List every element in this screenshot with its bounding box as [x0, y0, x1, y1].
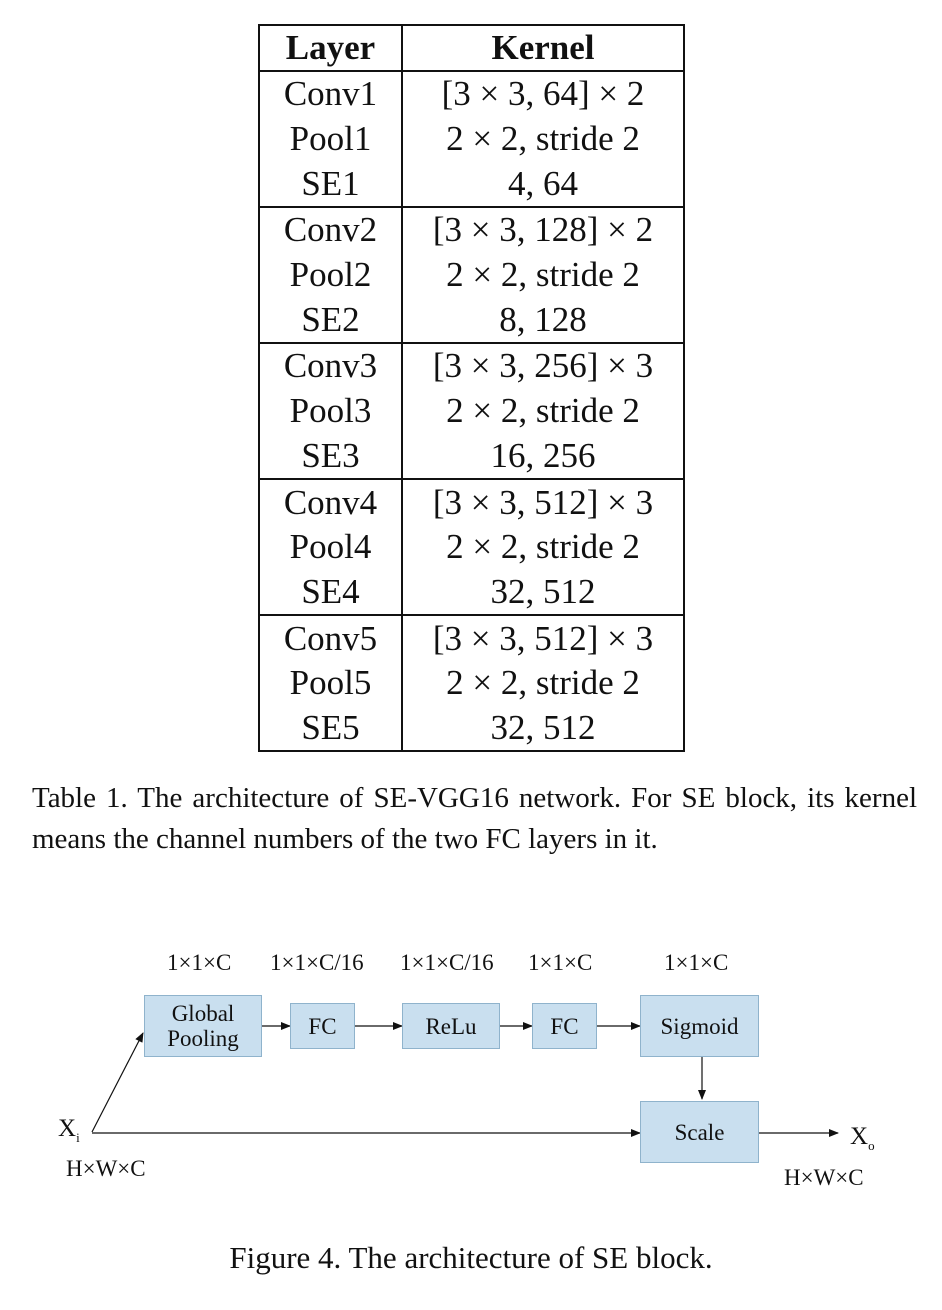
- dim-sigmoid: 1×1×C: [664, 950, 729, 975]
- layer-cell: SE3: [259, 433, 403, 481]
- output-variable: Xo: [850, 1123, 875, 1154]
- table-row: Conv3 [3 × 3, 256] × 3: [259, 343, 684, 389]
- layer-cell: Pool3: [259, 388, 403, 434]
- kernel-cell: 8, 128: [402, 297, 684, 345]
- se-block-diagram: 1×1×C 1×1×C/16 1×1×C/16 1×1×C 1×1×C Glob…: [0, 940, 942, 1220]
- kernel-cell: [3 × 3, 128] × 2: [432, 210, 654, 250]
- kernel-cell: [3 × 3, 64] × 2: [441, 74, 645, 114]
- layer-cell: Pool1: [259, 116, 403, 162]
- kernel-cell: 2 × 2, stride 2: [446, 255, 640, 295]
- dim-global-pooling: 1×1×C: [167, 950, 232, 975]
- scale-label: Scale: [674, 1119, 725, 1145]
- diagram-arrows: [91, 1022, 839, 1137]
- fc2-box: FC: [532, 1003, 597, 1049]
- layer-cell: Pool4: [259, 524, 403, 570]
- fc1-label: FC: [308, 1013, 337, 1039]
- layer-cell: SE1: [259, 161, 403, 209]
- kernel-cell: [3 × 3, 512] × 3: [432, 482, 654, 522]
- table-row: Conv2 [3 × 3, 128] × 2: [259, 207, 684, 253]
- dim-fc1: 1×1×C/16: [270, 950, 364, 975]
- fc1-box: FC: [290, 1003, 355, 1049]
- global-pooling-box: Global Pooling: [144, 995, 262, 1057]
- kernel-cell: [3 × 3, 512] × 3: [432, 618, 654, 658]
- table-row: Pool2 2 × 2, stride 2: [259, 252, 684, 298]
- layer-cell: Conv2: [259, 207, 403, 253]
- kernel-cell: 32, 512: [402, 569, 684, 617]
- figure-caption: Figure 4. The architecture of SE block.: [229, 1240, 713, 1275]
- table-caption: Table 1. The architecture of SE-VGG16 ne…: [32, 782, 917, 855]
- layer-cell: Pool2: [259, 252, 403, 298]
- architecture-table: Layer Kernel Conv1 [3 × 3, 64] × 2 Pool1 2…: [258, 24, 685, 753]
- layer-cell: Pool5: [259, 660, 403, 706]
- kernel-cell: 4, 64: [402, 161, 684, 209]
- dim-fc2: 1×1×C: [528, 950, 593, 975]
- layer-cell: Conv4: [259, 479, 403, 525]
- table-row: Conv1 [3 × 3, 64] × 2: [259, 71, 684, 117]
- table-row: Pool4 2 × 2, stride 2: [259, 524, 684, 570]
- kernel-cell: 16, 256: [402, 433, 684, 481]
- kernel-cell: 2 × 2, stride 2: [446, 391, 640, 431]
- input-var-symbol: X: [58, 1115, 77, 1142]
- global-pooling-label-line1: Global: [171, 1001, 235, 1026]
- dim-relu: 1×1×C/16: [400, 950, 494, 975]
- relu-box: ReLu: [402, 1003, 500, 1049]
- header-layer: Layer: [259, 25, 403, 72]
- kernel-cell: 2 × 2, stride 2: [446, 527, 640, 567]
- relu-label: ReLu: [425, 1013, 477, 1039]
- table-row: Conv4 [3 × 3, 512] × 3: [259, 479, 684, 525]
- table-row: Pool1 2 × 2, stride 2: [259, 116, 684, 162]
- output-var-subscript: o: [868, 1138, 875, 1153]
- global-pooling-label-line2: Pooling: [167, 1026, 239, 1051]
- header-kernel: Kernel: [402, 25, 684, 72]
- layer-cell: Conv1: [259, 71, 403, 117]
- layer-cell: SE4: [259, 569, 403, 617]
- table-row: SE5 32, 512: [259, 705, 684, 752]
- sigmoid-label: Sigmoid: [660, 1013, 739, 1039]
- layer-cell: Conv3: [259, 343, 403, 389]
- sigmoid-box: Sigmoid: [640, 995, 759, 1057]
- input-var-subscript: i: [76, 1130, 80, 1145]
- input-variable: Xi: [58, 1115, 80, 1146]
- layer-cell: SE5: [259, 705, 403, 752]
- scale-box: Scale: [640, 1101, 759, 1163]
- table-row: Pool3 2 × 2, stride 2: [259, 388, 684, 434]
- table-row: Conv5 [3 × 3, 512] × 3: [259, 615, 684, 661]
- kernel-cell: 2 × 2, stride 2: [446, 119, 640, 159]
- layer-cell: Conv5: [259, 615, 403, 661]
- table-row: Pool5 2 × 2, stride 2: [259, 660, 684, 706]
- kernel-cell: 2 × 2, stride 2: [446, 663, 640, 703]
- output-var-symbol: X: [850, 1123, 869, 1150]
- dim-output: H×W×C: [784, 1165, 864, 1190]
- kernel-cell: [3 × 3, 256] × 3: [432, 346, 654, 386]
- dim-input: H×W×C: [66, 1156, 146, 1181]
- layer-cell: SE2: [259, 297, 403, 345]
- fc2-label: FC: [550, 1013, 579, 1039]
- table-header-row: Layer Kernel: [259, 25, 684, 72]
- arrow-input-to-pooling: [91, 1032, 144, 1133]
- kernel-cell: 32, 512: [490, 707, 596, 747]
